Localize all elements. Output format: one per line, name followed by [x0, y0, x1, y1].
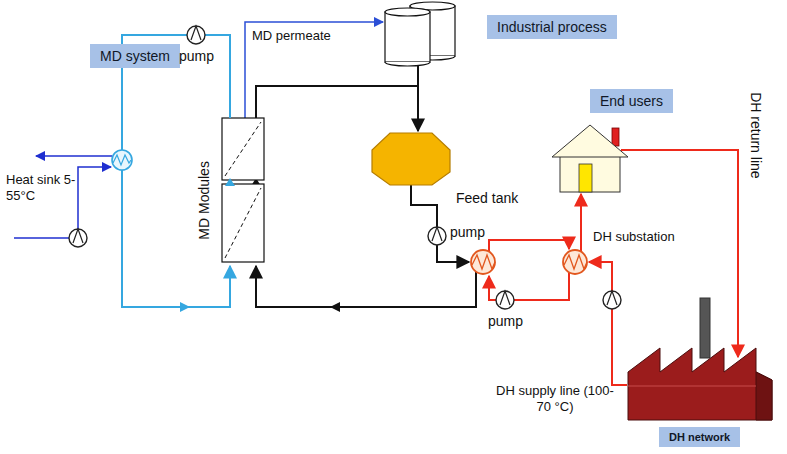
coolant-pipes — [122, 35, 230, 307]
pipe — [489, 276, 496, 300]
membrane-module — [222, 184, 264, 262]
tank-body — [385, 12, 430, 62]
process-tanks — [385, 2, 455, 66]
exchanger-shell — [563, 250, 587, 274]
box-label: End users — [600, 93, 663, 109]
pump-impeller — [500, 291, 510, 305]
dh-pipes — [489, 150, 738, 385]
line-label: MD permeate — [252, 28, 331, 44]
pump-label: pump — [179, 48, 214, 65]
permeate-pipe — [245, 22, 383, 118]
exchanger-coil — [564, 255, 587, 269]
heat-sink-label: Heat sink 5-55°C — [6, 172, 80, 203]
md-modules — [222, 118, 264, 262]
house-door — [579, 164, 592, 192]
pump-casing — [496, 291, 514, 309]
house — [552, 125, 628, 192]
tank-bottom — [385, 62, 430, 66]
pump-symbol — [428, 227, 446, 245]
pipe — [36, 155, 112, 157]
house-wall — [560, 155, 620, 192]
exchanger-coil — [113, 155, 131, 165]
pump-symbol — [69, 229, 87, 247]
pipe — [256, 266, 476, 307]
pump-impeller — [191, 26, 201, 40]
exchanger-shell — [112, 150, 132, 170]
membrane — [225, 188, 261, 258]
pipe — [580, 194, 582, 251]
heat-exchanger — [112, 150, 132, 170]
pipe — [14, 237, 69, 239]
house-roof — [552, 125, 628, 157]
factory — [628, 298, 772, 420]
pump-symbol — [603, 291, 621, 309]
box-label: DH network — [669, 431, 730, 443]
heat-exchanger — [471, 250, 495, 274]
pipe — [78, 167, 111, 229]
pipe — [411, 185, 437, 227]
substation-label: DH substation — [593, 229, 675, 245]
pump-casing — [603, 291, 621, 309]
module-label: MD Modules — [196, 161, 213, 240]
pump-casing — [69, 229, 87, 247]
line-label: DH supply line (100-70 °C) — [496, 383, 614, 414]
pipe — [621, 150, 738, 357]
pipe — [437, 245, 469, 262]
box-label: Industrial process — [497, 19, 607, 35]
flow-arrow — [330, 302, 340, 312]
exchanger-shell — [471, 250, 495, 274]
pump-casing — [428, 227, 446, 245]
box-label: MD system — [100, 48, 170, 64]
chimney — [700, 298, 710, 358]
feed-pipes — [256, 66, 476, 307]
label-box: End users — [590, 89, 673, 113]
membrane-module — [222, 118, 264, 180]
pump-label: pump — [450, 224, 485, 241]
pump-casing — [187, 26, 205, 44]
label-box: MD system — [90, 44, 180, 68]
chimney — [612, 128, 619, 146]
membrane — [225, 122, 261, 176]
flow-arrow — [225, 178, 235, 186]
pump-symbol — [496, 291, 514, 309]
pump-symbol — [187, 26, 205, 44]
line-label: DH return line — [747, 92, 764, 178]
pumps — [69, 26, 621, 309]
pipe — [256, 86, 418, 118]
pump-impeller — [432, 227, 442, 241]
factory-line — [628, 386, 756, 387]
tank-top — [385, 8, 430, 16]
pump-label: pump — [488, 313, 523, 330]
pipe — [122, 170, 230, 307]
heat-exchanger — [563, 250, 587, 274]
tank-label: Feed tank — [456, 190, 518, 207]
label-box: DH network — [659, 427, 740, 447]
pipe — [514, 273, 569, 300]
pipe — [489, 240, 569, 251]
factory-side — [756, 372, 772, 420]
factory-body — [628, 348, 772, 420]
pipe — [612, 309, 627, 385]
pump-impeller — [607, 291, 617, 305]
exchanger-coil — [472, 255, 495, 269]
label-box: Industrial process — [487, 15, 617, 39]
pipe — [205, 35, 230, 118]
pump-impeller — [73, 229, 83, 243]
pipe — [417, 66, 419, 131]
pipe — [589, 262, 612, 291]
feed-tank — [372, 133, 450, 185]
flow-arrow — [180, 302, 190, 312]
